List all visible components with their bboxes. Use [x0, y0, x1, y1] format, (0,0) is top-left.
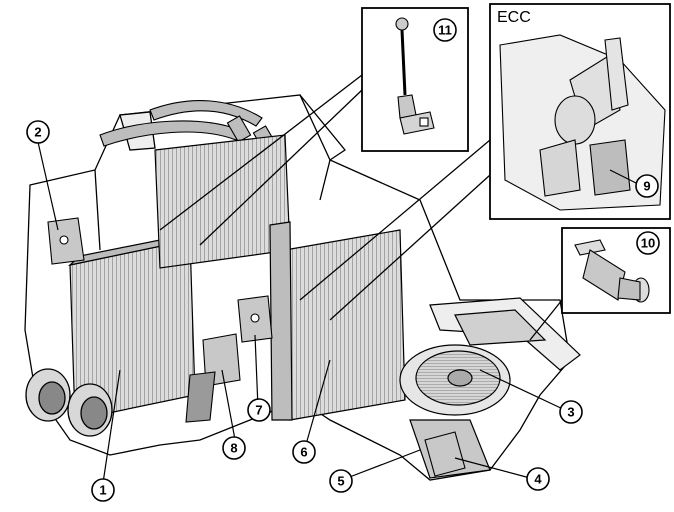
callout-label-8: 8 [230, 441, 237, 456]
sensor-10 [574, 239, 650, 303]
actuator-7 [237, 295, 273, 343]
callout-3: 3 [559, 400, 583, 424]
callout-label-3: 3 [567, 405, 574, 420]
callout-label-2: 2 [34, 125, 41, 140]
evaporator [269, 221, 406, 421]
callout-label-11: 11 [438, 23, 452, 38]
callout-9: 9 [635, 174, 659, 198]
ecc-label: ECC [497, 9, 531, 26]
callout-label-1: 1 [99, 483, 106, 498]
callout-6: 6 [292, 440, 316, 464]
callout-5: 5 [329, 469, 353, 493]
callout-label-4: 4 [534, 472, 542, 487]
callout-label-9: 9 [643, 179, 650, 194]
actuator-2 [47, 217, 85, 265]
callout-8: 8 [222, 436, 246, 460]
callout-label-5: 5 [337, 474, 344, 489]
callout-1: 1 [91, 478, 115, 502]
callout-label-6: 6 [300, 445, 307, 460]
callout-7: 7 [247, 398, 271, 422]
sensor-11 [395, 17, 435, 135]
ecc-unit [499, 34, 666, 211]
leader-lines [37, 141, 641, 484]
callout-4: 4 [526, 467, 550, 491]
callout-label-7: 7 [255, 403, 262, 418]
actuator-4 [424, 431, 466, 477]
callout-10: 10 [636, 231, 660, 255]
inset-11 [159, 7, 469, 246]
inset-ecc [299, 3, 671, 321]
callout-2: 2 [26, 120, 50, 144]
callout-label-10: 10 [641, 236, 655, 251]
air-outlet-ducts [25, 368, 113, 437]
cabin-filter-housing [429, 297, 581, 371]
actuator-8 [185, 333, 241, 423]
callout-11: 11 [433, 18, 457, 42]
